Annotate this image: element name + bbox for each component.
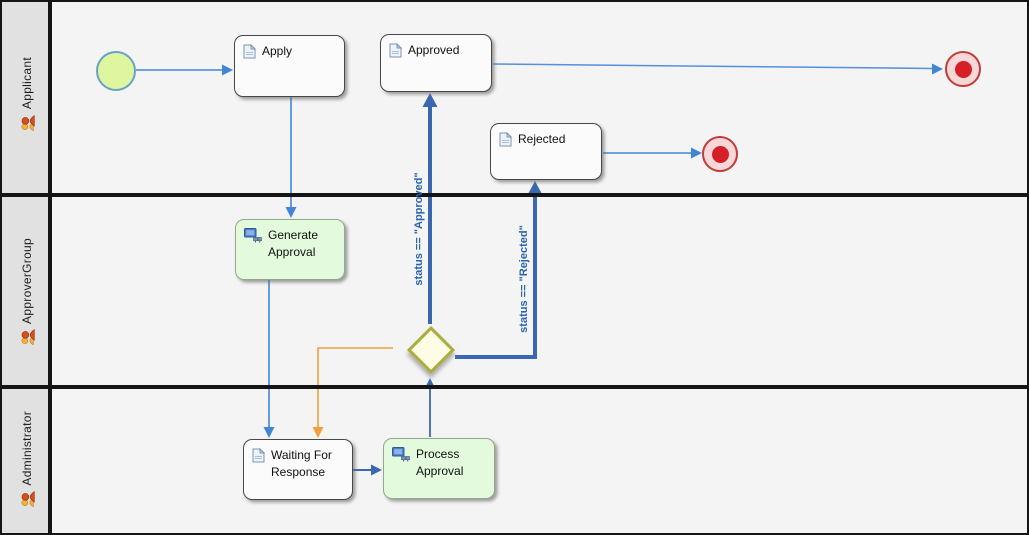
lane-header-column: [2, 2, 52, 533]
lane-header-approvergroup[interactable]: ApproverGroup: [2, 232, 52, 352]
task-rejected[interactable]: Rejected: [490, 123, 602, 180]
task-label: Waiting For Response: [271, 448, 332, 479]
lane-separator-2: [2, 385, 1027, 389]
task-label: Process Approval: [416, 447, 464, 478]
document-icon: [243, 44, 256, 59]
task-approved[interactable]: Approved: [380, 34, 492, 92]
end-event-rejected[interactable]: [702, 136, 738, 172]
edge-generate-approval-to-waiting[interactable]: [263, 280, 275, 438]
edge-waiting-to-process-approval[interactable]: [353, 464, 382, 476]
edge-approved-to-end[interactable]: [492, 63, 943, 75]
lane-label-administrator: Administrator: [20, 411, 34, 486]
edge-gateway-to-waiting-loop[interactable]: [312, 347, 394, 438]
edge-gateway-to-approved[interactable]: [422, 93, 438, 324]
condition-label-rejected: status == "Rejected": [518, 225, 530, 333]
task-label: Generate Approval: [268, 228, 319, 259]
edge-gateway-to-rejected[interactable]: [455, 181, 543, 359]
decision-gateway[interactable]: [406, 325, 456, 375]
lane-header-administrator[interactable]: Administrator: [2, 402, 52, 517]
task-label: Approved: [408, 43, 460, 57]
lane-separator-1: [2, 193, 1027, 197]
lane-label-applicant: Applicant: [20, 57, 34, 110]
service-task-icon: [244, 228, 262, 243]
edge-rejected-to-end[interactable]: [603, 147, 702, 159]
task-label: Apply: [262, 44, 293, 58]
group-icon: [21, 490, 35, 508]
end-event-dot: [711, 145, 729, 163]
edge-start-to-apply[interactable]: [136, 64, 233, 76]
end-event-approved[interactable]: [945, 51, 981, 87]
document-icon: [252, 448, 265, 463]
document-icon: [499, 132, 512, 147]
document-icon: [389, 43, 402, 58]
task-generate-approval[interactable]: Generate Approval: [235, 219, 345, 280]
end-event-dot: [954, 60, 972, 78]
start-event[interactable]: [96, 51, 136, 91]
lane-header-applicant[interactable]: Applicant: [2, 42, 52, 147]
edge-apply-to-generate-approval[interactable]: [285, 97, 297, 218]
group-icon: [21, 114, 35, 131]
task-waiting-for-response[interactable]: Waiting For Response: [243, 439, 353, 500]
condition-label-approved: status == "Approved": [413, 172, 425, 286]
task-process-approval[interactable]: Process Approval: [383, 438, 495, 499]
task-label: Rejected: [518, 132, 566, 146]
service-task-icon: [392, 447, 410, 462]
group-icon: [21, 329, 35, 346]
task-apply[interactable]: Apply: [234, 35, 345, 97]
lane-label-approvergroup: ApproverGroup: [20, 238, 34, 324]
